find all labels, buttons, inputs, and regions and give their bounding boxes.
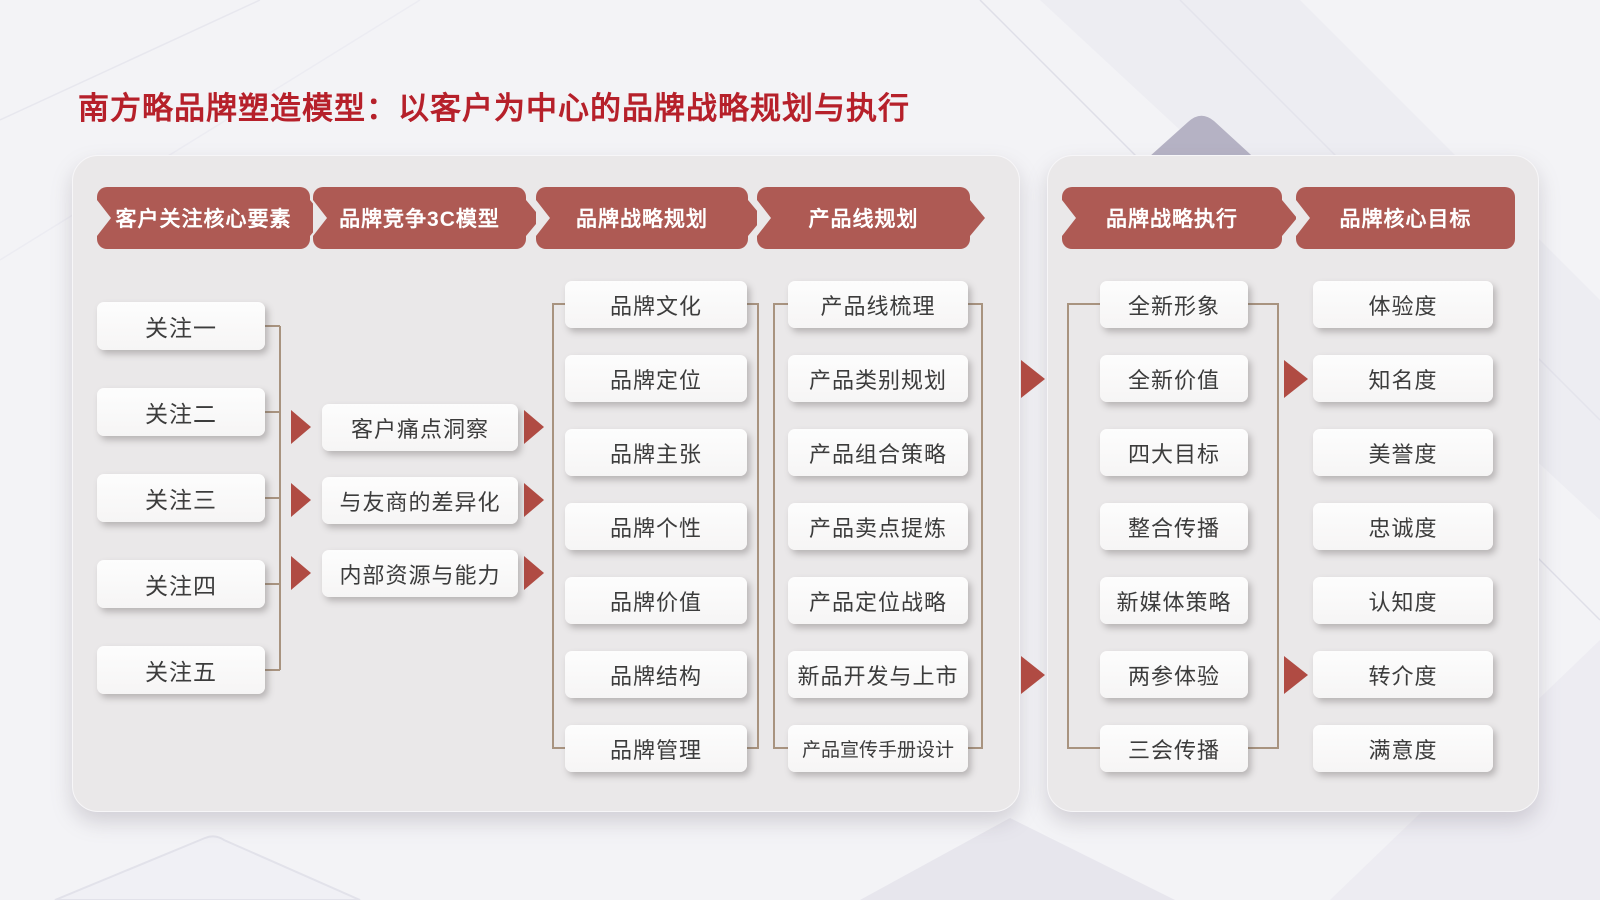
connector-line [773, 303, 788, 305]
banner-label: 品牌竞争3C模型 [339, 208, 500, 231]
connector-line [552, 303, 566, 305]
brand-strategy-item: 品牌个性 [565, 503, 747, 550]
connector-line [747, 747, 758, 749]
connector-line [265, 411, 280, 413]
brand-strategy-column: 品牌文化品牌定位品牌主张品牌个性品牌价值品牌结构品牌管理 [565, 281, 747, 772]
connector-line [981, 303, 983, 749]
flow-arrow-icon [524, 556, 544, 590]
flow-arrow-icon [291, 556, 311, 590]
connector-line [1247, 747, 1278, 749]
goal-item: 忠诚度 [1313, 503, 1493, 550]
flow-arrow-icon [1284, 360, 1308, 398]
connector-line [1247, 303, 1278, 305]
goal-item: 知名度 [1313, 355, 1493, 402]
banner-core-goals: 品牌核心目标 [1296, 187, 1515, 249]
connector-line [1277, 303, 1279, 749]
goal-item: 体验度 [1313, 281, 1493, 328]
goal-item: 美誉度 [1313, 429, 1493, 476]
banner-label: 产品线规划 [808, 208, 919, 231]
focus-item: 关注一 [97, 302, 265, 350]
product-line-item: 产品类别规划 [788, 355, 968, 402]
execution-column: 全新形象全新价值四大目标整合传播新媒体策略两参体验三会传播 [1100, 281, 1248, 772]
product-line-item: 产品卖点提炼 [788, 503, 968, 550]
execution-item: 整合传播 [1100, 503, 1248, 550]
connector-line [265, 583, 280, 585]
brand-strategy-item: 品牌文化 [565, 281, 747, 328]
goal-item: 认知度 [1313, 577, 1493, 624]
product-line-item: 新品开发与上市 [788, 651, 968, 698]
banner-label: 客户关注核心要素 [115, 208, 292, 231]
focus-item: 关注五 [97, 646, 265, 694]
execution-item: 四大目标 [1100, 429, 1248, 476]
connector-line [265, 325, 280, 327]
banner-3c-model: 品牌竞争3C模型 [313, 187, 526, 249]
banner-brand-strategy-planning: 品牌战略规划 [536, 187, 748, 249]
analysis-column: 客户痛点洞察与友商的差异化内部资源与能力 [322, 404, 518, 597]
product-line-item: 产品定位战略 [788, 577, 968, 624]
right-panel [1047, 155, 1539, 812]
brand-strategy-item: 品牌管理 [565, 725, 747, 772]
page-title: 南方略品牌塑造模型：以客户为中心的品牌战略规划与执行 [78, 91, 910, 126]
connector-line [552, 747, 566, 749]
goal-item: 满意度 [1313, 725, 1493, 772]
banner-label: 品牌战略规划 [576, 208, 708, 231]
connector-line [552, 303, 554, 749]
connector-line [279, 326, 281, 670]
connector-line [967, 303, 982, 305]
connector-line [773, 747, 788, 749]
brand-strategy-item: 品牌价值 [565, 577, 747, 624]
flow-arrow-icon [524, 483, 544, 517]
brand-strategy-item: 品牌定位 [565, 355, 747, 402]
focus-item: 关注三 [97, 474, 265, 522]
connector-line [1067, 747, 1100, 749]
flow-arrow-icon [291, 483, 311, 517]
execution-item: 三会传播 [1100, 725, 1248, 772]
analysis-item: 内部资源与能力 [322, 550, 518, 597]
connector-line [1067, 303, 1100, 305]
banner-customer-focus: 客户关注核心要素 [97, 187, 310, 249]
customer-focus-column: 关注一关注二关注三关注四关注五 [97, 302, 265, 694]
banner-label: 品牌战略执行 [1106, 208, 1238, 231]
execution-item: 全新形象 [1100, 281, 1248, 328]
goal-item: 转介度 [1313, 651, 1493, 698]
execution-item: 两参体验 [1100, 651, 1248, 698]
product-line-item: 产品组合策略 [788, 429, 968, 476]
goal-column: 体验度知名度美誉度忠诚度认知度转介度满意度 [1313, 281, 1493, 772]
connector-line [757, 303, 759, 749]
banner-label: 品牌核心目标 [1339, 208, 1472, 231]
connector-line [265, 497, 280, 499]
flow-arrow-icon [524, 410, 544, 444]
flow-arrow-icon [1021, 656, 1045, 694]
product-line-column: 产品线梳理产品类别规划产品组合策略产品卖点提炼产品定位战略新品开发与上市产品宣传… [788, 281, 968, 772]
connector-line [967, 747, 982, 749]
connector-line [773, 303, 775, 749]
execution-item: 全新价值 [1100, 355, 1248, 402]
flow-arrow-icon [1021, 360, 1045, 398]
connector-line [1067, 303, 1069, 749]
connector-line [265, 669, 280, 671]
banner-strategy-execution: 品牌战略执行 [1062, 187, 1282, 249]
connector-line [747, 303, 758, 305]
analysis-item: 客户痛点洞察 [322, 404, 518, 451]
brand-strategy-item: 品牌结构 [565, 651, 747, 698]
analysis-item: 与友商的差异化 [322, 477, 518, 524]
product-line-item: 产品宣传手册设计 [788, 725, 968, 772]
flow-arrow-icon [1284, 656, 1308, 694]
focus-item: 关注四 [97, 560, 265, 608]
brand-strategy-item: 品牌主张 [565, 429, 747, 476]
flow-arrow-icon [291, 410, 311, 444]
focus-item: 关注二 [97, 388, 265, 436]
banner-product-line-planning: 产品线规划 [757, 187, 970, 249]
product-line-item: 产品线梳理 [788, 281, 968, 328]
purple-triangle-decoration [1140, 115, 1262, 165]
execution-item: 新媒体策略 [1100, 577, 1248, 624]
